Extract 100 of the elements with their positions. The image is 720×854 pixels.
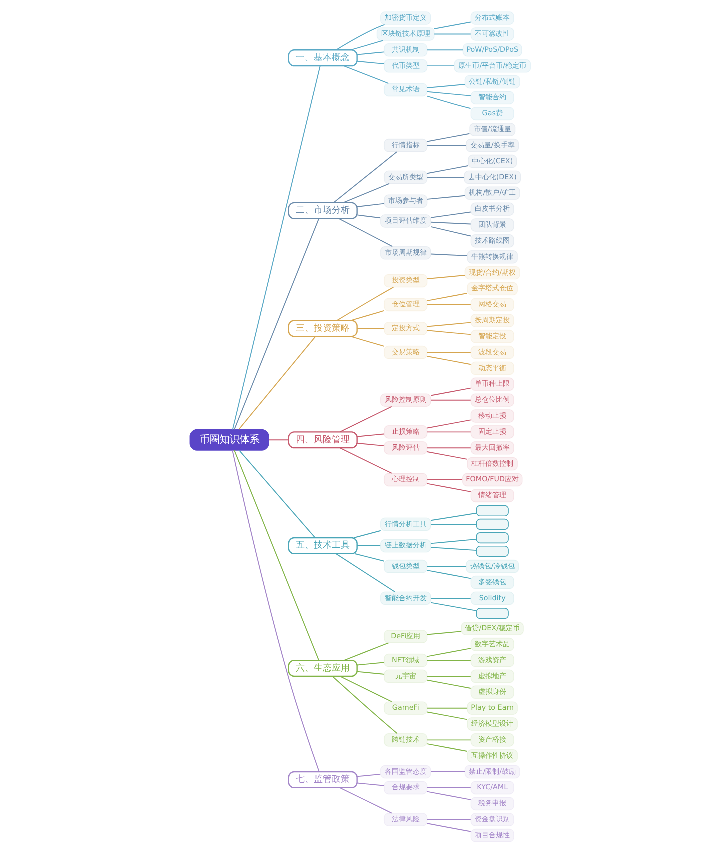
node-box: 心理控制 [383, 473, 428, 487]
connector [430, 598, 471, 599]
connector [356, 671, 384, 675]
node-box: 交易策略 [383, 346, 428, 360]
connector [238, 336, 316, 430]
connector [426, 133, 470, 142]
node-box: 三、投资策略 [288, 320, 358, 338]
node-box: 行情指标 [383, 138, 428, 152]
connector [426, 352, 471, 354]
node-box: 团队背景 [470, 218, 514, 232]
connector [426, 96, 471, 110]
node-box: 按周期定投 [470, 314, 514, 328]
node-box: 税务申报 [470, 797, 514, 811]
connector [353, 530, 381, 538]
connector [426, 483, 471, 492]
node-box: 虚拟地产 [470, 670, 514, 684]
connector [426, 823, 471, 832]
connector [426, 322, 471, 328]
node-box: 牛熊转换规律 [466, 250, 518, 264]
connector [339, 676, 392, 702]
node-box: 交易量/换手率 [465, 138, 519, 152]
node-box: 资金盘识别 [470, 813, 514, 827]
node-box: 加密货币定义 [380, 12, 431, 26]
connector [426, 479, 462, 480]
connector [354, 554, 384, 562]
connector [332, 676, 398, 734]
connector [426, 50, 464, 51]
connector [232, 450, 320, 772]
node-box: 现货/合约/期权 [464, 266, 520, 280]
connector [238, 450, 316, 538]
connector [356, 442, 384, 447]
connector [339, 788, 392, 814]
node-box: 代币类型 [383, 59, 428, 73]
node-box: 原生币/平台币/稳定币 [454, 59, 531, 73]
connector [356, 52, 384, 56]
connector [434, 34, 471, 35]
node-box: 金字塔式仓位 [466, 282, 518, 296]
node-box: NFT领域 [383, 654, 428, 668]
connector [335, 553, 396, 593]
node-box: 五、技术工具 [288, 537, 358, 555]
connector [430, 547, 476, 552]
node-box: 智能合约开发 [380, 592, 431, 606]
connector [339, 448, 392, 474]
node-box: 交易所类型 [383, 170, 428, 184]
node-box: GameFi [383, 702, 428, 716]
node-box: 风险评估 [383, 441, 428, 455]
node-box: 移动止损 [470, 410, 514, 424]
node-box: 互操作性协议 [466, 749, 518, 763]
node-box: 各国监管态度 [380, 765, 431, 779]
connector [339, 406, 392, 433]
node-box: KYC/AML [470, 781, 514, 795]
connector [426, 166, 468, 174]
connector [426, 330, 471, 336]
connector [426, 356, 471, 366]
node-box: 市场周期规律 [380, 246, 431, 260]
connector [426, 660, 471, 662]
connector [356, 328, 384, 330]
connector [434, 22, 471, 30]
node-box [476, 532, 508, 544]
node-box: Gas费 [470, 107, 514, 121]
connector [343, 66, 389, 84]
connector [426, 819, 471, 820]
node-box: Solidity [470, 592, 514, 606]
connector [430, 400, 471, 401]
node-box: 杠杆倍数控制 [466, 457, 518, 471]
node-box [476, 518, 508, 530]
node-box: 市场参与者 [383, 194, 428, 208]
node-box: 热钱包/冷钱包 [465, 560, 519, 574]
node-box: 项目评估维度 [380, 214, 431, 228]
node-box [476, 608, 508, 620]
node-box [476, 505, 508, 517]
node-box: 虚拟身份 [470, 686, 514, 700]
node-box: 机构/散户/矿工 [464, 186, 520, 200]
node-box: 元宇宙 [383, 670, 428, 684]
node-box: 四、风险管理 [288, 432, 358, 449]
node-box: 智能定投 [470, 330, 514, 344]
connector [430, 212, 471, 218]
connector [426, 740, 471, 741]
connector [342, 183, 390, 204]
connector [234, 450, 320, 662]
connector [350, 336, 384, 347]
connector [426, 293, 468, 302]
node-box: 一、基本概念 [288, 50, 358, 67]
node-box: 最大回撤率 [470, 441, 514, 455]
connector [336, 24, 385, 51]
connector [426, 84, 466, 88]
node-box: 合规要求 [383, 781, 428, 795]
node-box: 风险控制原则 [380, 394, 431, 408]
connector [426, 145, 466, 146]
connector [356, 434, 384, 438]
connector [343, 642, 389, 661]
node-box: 区块链技术原理 [376, 27, 434, 41]
connector [234, 218, 320, 430]
connector [426, 432, 471, 433]
connector [426, 195, 466, 200]
node-box: 智能合约 [470, 91, 514, 105]
connector [426, 648, 471, 658]
node-box: 投资类型 [383, 274, 428, 288]
connector [356, 662, 384, 666]
connector [350, 40, 384, 51]
